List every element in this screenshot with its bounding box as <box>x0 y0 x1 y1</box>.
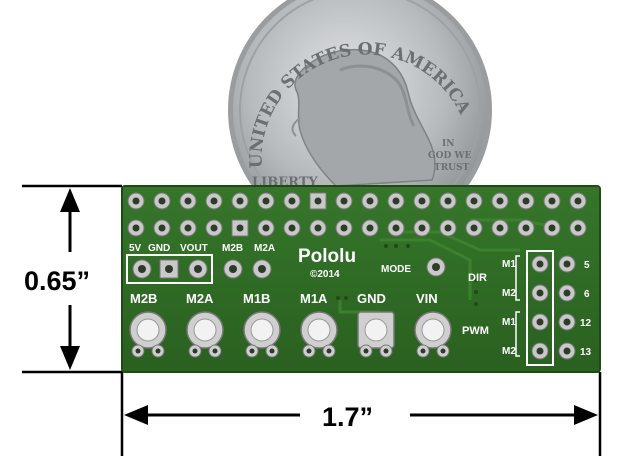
mode-label: MODE <box>381 264 411 275</box>
label-vout: VOUT <box>180 243 208 254</box>
motor-driver-board: 5V GND VOUT M2B M2A Pololu ©2014 MODE M2… <box>121 185 601 373</box>
height-label: 0.65” <box>24 266 90 296</box>
arrow-left-icon <box>124 405 148 425</box>
signal-pin <box>531 313 549 331</box>
right-pin-outline <box>526 250 554 366</box>
header-hole <box>439 219 457 237</box>
terminal-pad <box>186 311 224 358</box>
header-hole <box>205 219 223 237</box>
header-hole <box>335 219 353 237</box>
terminal-pads <box>129 311 452 358</box>
header-hole <box>257 192 275 210</box>
header-hole <box>153 192 171 210</box>
header-hole <box>413 192 431 210</box>
brand-logo: Pololu <box>298 246 356 267</box>
width-dimension: 1.7” <box>120 372 602 456</box>
header-hole <box>361 219 379 237</box>
signal-pin <box>558 342 576 360</box>
header-hole <box>335 192 353 210</box>
height-dimension: 0.65” <box>22 184 122 374</box>
vias <box>336 244 478 306</box>
signal-pin <box>531 255 549 273</box>
header-hole <box>361 192 379 210</box>
label-m1b: M1B <box>243 291 270 306</box>
label-pwm-m1: M1 <box>502 317 516 328</box>
header-hole <box>569 192 587 210</box>
terminal-pad <box>414 311 452 358</box>
pwm-bracket <box>515 311 520 357</box>
power-pin-outline <box>126 254 213 284</box>
header-hole <box>387 219 405 237</box>
pwm-label: PWM <box>462 325 489 337</box>
label-pwm-m2: M2 <box>502 346 516 357</box>
label-vin: VIN <box>416 291 438 306</box>
label-m2b: M2B <box>130 291 157 306</box>
label-gnd: GND <box>357 291 386 306</box>
label-m2a: M2A <box>186 291 214 306</box>
terminal-pad <box>129 311 167 358</box>
header-holes <box>127 192 587 237</box>
copyright-text: ©2014 <box>310 269 340 280</box>
header-hole <box>205 192 223 210</box>
header-hole <box>257 219 275 237</box>
terminal-pad <box>243 311 281 358</box>
label-5v: 5V <box>129 243 142 254</box>
arrow-right-icon <box>574 405 598 425</box>
pin-number-5: 5 <box>584 260 590 271</box>
header-hole <box>465 192 483 210</box>
terminal-pad <box>300 311 338 358</box>
label-dir-m2: M2 <box>502 288 516 299</box>
header-hole <box>491 192 509 210</box>
header-hole <box>231 219 249 237</box>
header-hole <box>283 192 301 210</box>
quarter-coin: UNITED STATES OF AMERICA IN GOD WE TRUST… <box>228 0 492 242</box>
dir-label: DIR <box>468 272 487 284</box>
pin-number-13: 13 <box>580 347 592 358</box>
header-hole <box>543 219 561 237</box>
header-hole <box>517 192 535 210</box>
header-hole <box>465 219 483 237</box>
arrow-down-icon <box>60 346 80 370</box>
header-hole <box>231 192 249 210</box>
dir-bracket <box>515 255 520 301</box>
coin-motto-1: IN <box>442 139 454 149</box>
header-hole <box>491 219 509 237</box>
header-hole <box>153 219 171 237</box>
coin-motto-3: TRUST <box>434 163 470 173</box>
signal-pin <box>531 342 549 360</box>
header-hole <box>387 192 405 210</box>
header-hole <box>517 219 535 237</box>
header-hole <box>127 192 145 210</box>
header-hole <box>127 219 145 237</box>
signal-pin <box>558 313 576 331</box>
label-gnd-small: GND <box>148 243 170 254</box>
pin-number-12: 12 <box>580 318 592 329</box>
header-hole <box>543 192 561 210</box>
header-hole <box>179 192 197 210</box>
power-pins <box>132 259 272 279</box>
header-hole <box>309 219 327 237</box>
header-hole <box>439 192 457 210</box>
width-label: 1.7” <box>322 402 373 432</box>
header-hole <box>283 219 301 237</box>
label-dir-m1: M1 <box>502 259 516 270</box>
signal-pin <box>558 284 576 302</box>
header-hole <box>309 192 327 210</box>
label-m1a: M1A <box>300 291 328 306</box>
label-m2b-small: M2B <box>222 243 243 254</box>
terminal-pad <box>357 311 395 358</box>
arrow-up-icon <box>60 188 80 212</box>
header-hole <box>413 219 431 237</box>
header-hole <box>179 219 197 237</box>
label-m2a-small: M2A <box>254 243 275 254</box>
right-pins <box>531 255 576 360</box>
pin-number-6: 6 <box>584 289 590 300</box>
signal-pin <box>531 284 549 302</box>
header-hole <box>569 219 587 237</box>
coin-motto-2: GOD WE <box>428 151 472 161</box>
signal-pin <box>558 255 576 273</box>
